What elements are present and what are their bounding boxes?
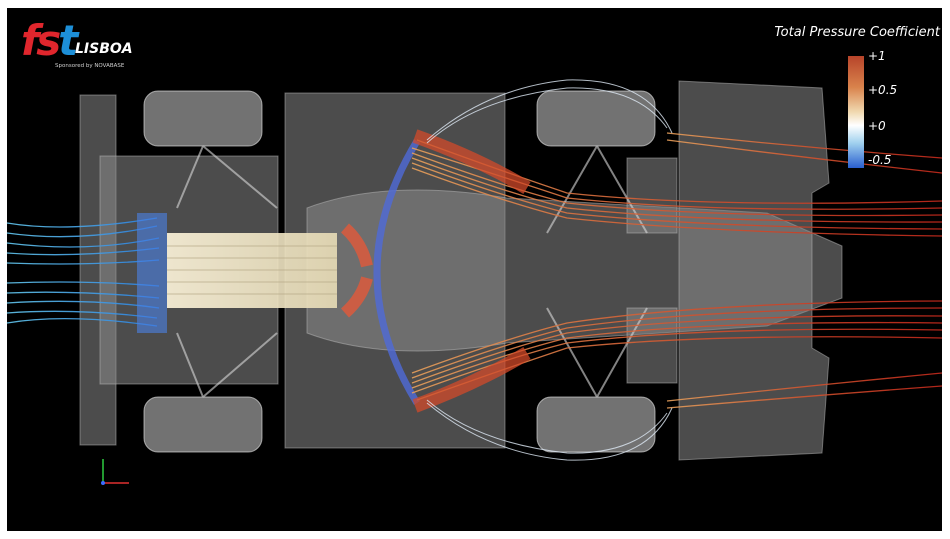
axis-triad-icon xyxy=(101,459,129,485)
logo-mark: fst xyxy=(21,16,78,65)
legend-colorbar xyxy=(848,56,864,168)
wheel-front-left xyxy=(536,90,656,147)
wheel-front-right xyxy=(536,396,656,453)
wheel-rear-right xyxy=(143,396,263,453)
legend-tick-4: -0.5 xyxy=(868,153,892,167)
car-cfd-scene xyxy=(7,79,942,461)
logo-city: LISBOA xyxy=(75,41,133,57)
legend-title: Total Pressure Coefficient xyxy=(774,25,940,40)
legend-tick-1: +1 xyxy=(868,49,886,63)
front-wing xyxy=(678,80,830,461)
tip-streamlines xyxy=(426,79,673,461)
logo-sponsor: Sponsored by NOVABASE xyxy=(55,63,125,69)
wheel-rear-left xyxy=(143,90,263,147)
streamlines-bottom xyxy=(411,300,942,409)
legend-tick-3: +0 xyxy=(868,119,886,133)
render-viewport: fst LISBOA Sponsored by NOVABASE Total P… xyxy=(7,8,942,531)
suspension xyxy=(176,145,648,398)
legend-tick-2: +0.5 xyxy=(868,83,898,97)
blue-arc-streamline xyxy=(373,139,420,405)
fst-lisboa-logo: fst LISBOA Sponsored by NOVABASE xyxy=(21,16,151,76)
